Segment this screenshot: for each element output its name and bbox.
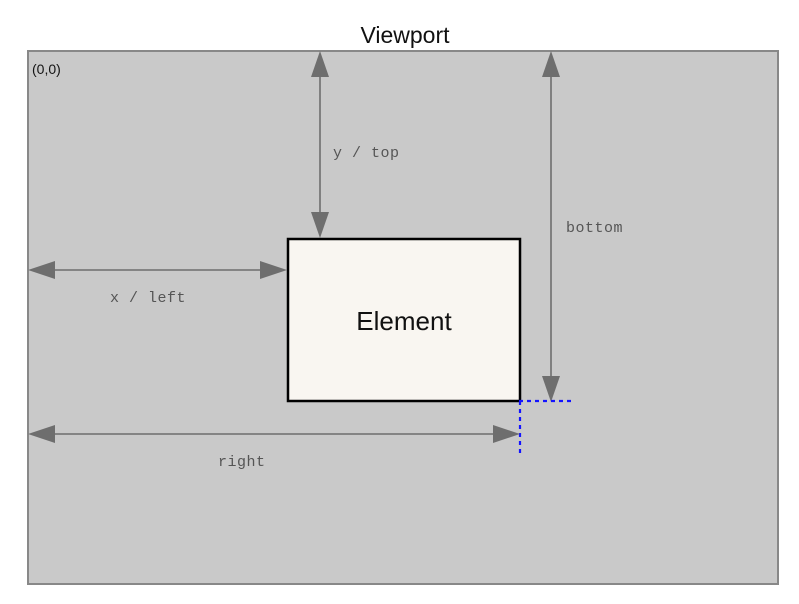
measure-y-top-label: y / top — [333, 145, 400, 162]
measure-bottom-arrowhead-up — [542, 51, 560, 77]
measure-y-top: y / top — [311, 51, 400, 238]
element-label: Element — [356, 306, 452, 336]
measure-x-left-arrowhead-left — [28, 261, 55, 279]
measure-bottom-arrowhead-down — [542, 376, 560, 402]
measure-right: right — [28, 425, 520, 471]
measure-right-arrowhead-right — [493, 425, 520, 443]
measure-bottom: bottom — [542, 51, 623, 402]
measure-y-top-arrowhead-down — [311, 212, 329, 238]
measure-x-left-arrowhead-right — [260, 261, 287, 279]
origin-label: (0,0) — [32, 61, 61, 77]
element-rect — [286, 237, 522, 403]
measure-x-left: x / left — [28, 261, 287, 307]
measure-right-label: right — [218, 454, 266, 471]
measure-bottom-label: bottom — [566, 220, 623, 237]
measure-x-left-label: x / left — [110, 290, 186, 307]
measure-y-top-arrowhead-up — [311, 51, 329, 77]
corner-guide-lines — [518, 399, 574, 457]
diagram-title: Viewport — [360, 22, 450, 48]
measure-right-arrowhead-left — [28, 425, 55, 443]
